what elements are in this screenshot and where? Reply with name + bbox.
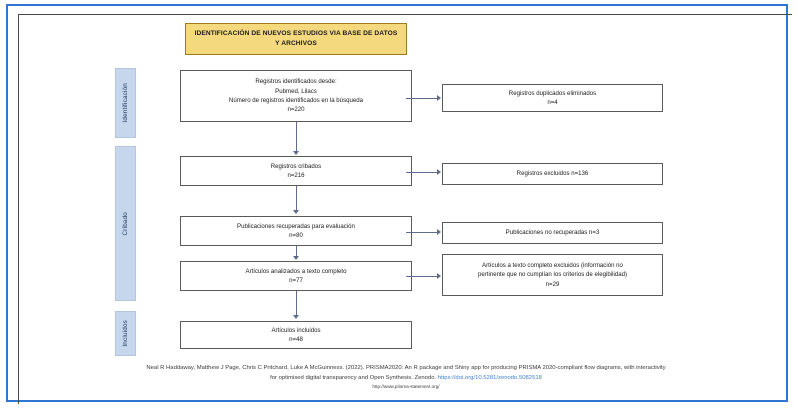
- box-publications-not-retrieved: Publicaciones no recuperadas n=3: [442, 222, 663, 244]
- fulltext-excluded-line1: Artículos a texto completo excluidos (in…: [482, 261, 623, 269]
- box-duplicates-removed: Registros duplicados eliminados n=4: [442, 84, 663, 112]
- publications-not-retrieved-line1: Publicaciones no recuperadas n=3: [505, 229, 600, 237]
- articles-included-line1: Artículos incluidos: [271, 326, 321, 334]
- footer-citation-line1: Neal R Haddaway, Matthew J Page, Chris C…: [146, 365, 666, 371]
- footer-statement-url: http://www.prisma-statement.org/: [372, 384, 440, 390]
- box-articles-assessed: Artículos analizados a texto completo n=…: [180, 261, 412, 291]
- arrow-retrieved-to-assessed: [293, 256, 299, 260]
- box-articles-included: Artículos incluidos n=48: [180, 321, 412, 349]
- box-fulltext-excluded-text: Artículos a texto completo excluidos (in…: [478, 261, 627, 289]
- fulltext-excluded-line2: pertinente que no cumplían los criterios…: [477, 271, 628, 279]
- phase-label-identificacion: Identificación: [115, 68, 136, 138]
- connector-assessed-to-included: [296, 291, 297, 316]
- publications-retrieved-line1: Publicaciones recuperadas para evaluació…: [237, 222, 355, 230]
- phase-label-cribado: Cribado: [115, 146, 136, 301]
- box-duplicates-removed-text: Registros duplicados eliminados n=4: [509, 89, 596, 108]
- connector-retrieved-to-assessed: [296, 246, 297, 257]
- footer-citation: Neal R Haddaway, Matthew J Page, Chris C…: [32, 364, 780, 391]
- records-identified-line2: Pubmed, Lilacs: [275, 87, 317, 95]
- box-records-identified-text: Registros identificados desde: Pubmed, L…: [229, 77, 363, 115]
- footer-doi-link[interactable]: https://doi.org/10.5281/zenodo.5082518: [437, 374, 542, 381]
- records-screened-line1: Registros cribados: [270, 162, 322, 170]
- arrow-assessed-to-included: [293, 315, 299, 319]
- box-articles-assessed-text: Artículos analizados a texto completo n=…: [246, 267, 347, 286]
- connector-identified-to-screened: [296, 122, 297, 152]
- inner-border-left: [18, 14, 19, 404]
- box-articles-included-text: Artículos incluidos n=48: [271, 326, 320, 345]
- phase-label-cribado-text: Cribado: [122, 211, 129, 236]
- box-publications-not-retrieved-text: Publicaciones no recuperadas n=3: [506, 228, 600, 237]
- box-publications-retrieved-text: Publicaciones recuperadas para evaluació…: [237, 222, 355, 241]
- footer-citation-line2-text: for optimised digital transparency and O…: [270, 374, 438, 381]
- records-screened-count: n=216: [287, 172, 305, 179]
- articles-assessed-line1: Artículos analizados a texto completo: [245, 267, 347, 275]
- fulltext-excluded-count: n=29: [545, 280, 560, 288]
- phase-label-identificacion-text: Identificación: [122, 83, 129, 123]
- box-records-screened: Registros cribados n=216: [180, 156, 412, 186]
- identification-banner-label: IDENTIFICACIÓN DE NUEVOS ESTUDIOS VIA BA…: [194, 30, 398, 47]
- diagram-frame: IDENTIFICACIÓN DE NUEVOS ESTUDIOS VIA BA…: [6, 4, 792, 404]
- box-records-excluded-text: Registros excluidos n=136: [517, 169, 589, 178]
- arrow-identified-to-screened: [293, 151, 299, 155]
- publications-retrieved-count: n=80: [289, 232, 303, 239]
- phase-label-incluidos-text: Incluidos: [122, 320, 129, 347]
- articles-assessed-count: n=77: [289, 277, 303, 284]
- box-records-excluded: Registros excluidos n=136: [442, 163, 663, 185]
- box-publications-retrieved: Publicaciones recuperadas para evaluació…: [180, 216, 412, 246]
- connector-retrieved-to-notretrieved: [406, 232, 438, 233]
- records-identified-line1: Registros identificados desde:: [255, 78, 337, 86]
- connector-assessed-to-fulltextexcluded: [406, 276, 438, 277]
- duplicates-removed-count: n=4: [547, 99, 558, 106]
- arrow-screened-to-retrieved: [293, 210, 299, 214]
- articles-included-count: n=48: [289, 336, 303, 343]
- arrow-retrieved-to-notretrieved: [437, 229, 441, 235]
- connector-identified-to-duplicates: [406, 98, 438, 99]
- arrow-identified-to-duplicates: [437, 95, 441, 101]
- arrow-assessed-to-fulltextexcluded: [437, 273, 441, 279]
- box-fulltext-excluded: Artículos a texto completo excluidos (in…: [442, 254, 663, 296]
- records-identified-line3: Número de registros identificados en la …: [228, 97, 364, 104]
- phase-label-incluidos: Incluidos: [115, 311, 136, 356]
- connector-screened-to-retrieved: [296, 186, 297, 211]
- footer-citation-line2: for optimised digital transparency and O…: [32, 374, 780, 384]
- duplicates-removed-line1: Registros duplicados eliminados: [508, 89, 597, 97]
- records-excluded-line1: Registros excluidos n=136: [516, 170, 589, 178]
- box-records-identified: Registros identificados desde: Pubmed, L…: [180, 70, 412, 122]
- records-identified-count: n=220: [287, 106, 305, 114]
- inner-border-top: [18, 14, 792, 15]
- arrow-screened-to-excluded: [437, 169, 441, 175]
- box-records-screened-text: Registros cribados n=216: [271, 162, 321, 181]
- identification-banner: IDENTIFICACIÓN DE NUEVOS ESTUDIOS VIA BA…: [185, 23, 407, 55]
- connector-screened-to-excluded: [406, 172, 438, 173]
